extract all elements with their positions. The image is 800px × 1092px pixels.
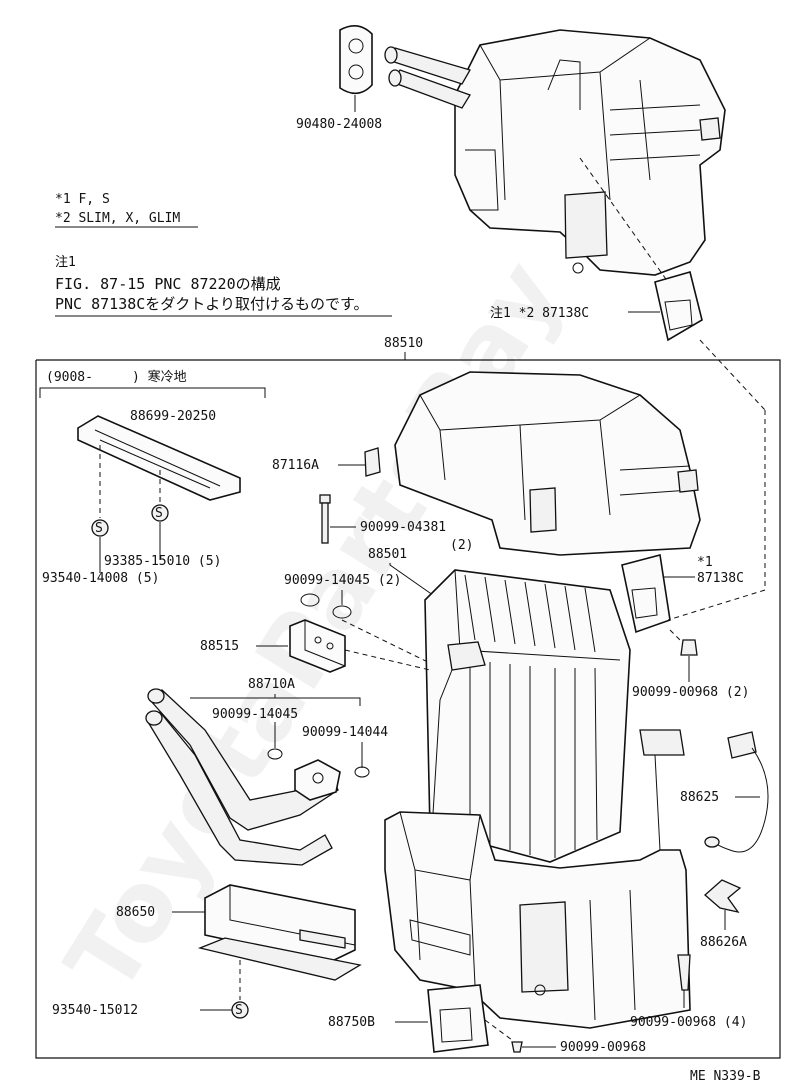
- note-chu-title: 注1: [55, 255, 76, 270]
- duct-87138c-top-illustration: [654, 271, 703, 342]
- label-88750b: 88750B: [328, 1015, 375, 1030]
- duct-87138c-mid-illustration: [621, 554, 671, 634]
- svg-text:S: S: [235, 1003, 243, 1018]
- footer-code: ME N339-B: [690, 1069, 761, 1084]
- label-88510: 88510: [384, 336, 423, 351]
- upper-case-mid-illustration: [394, 371, 701, 556]
- note-star1: *1 F, S: [55, 192, 110, 207]
- label-87138c-mid-number: 87138C: [697, 571, 744, 586]
- lower-case-illustration: [384, 729, 691, 1029]
- tube-88710a-illustration: [145, 688, 341, 866]
- label-93540-15012: 93540-15012: [52, 1003, 138, 1018]
- label-88626a: 88626A: [700, 935, 747, 950]
- svg-text:S: S: [155, 506, 163, 521]
- label-93540-14008: 93540-14008 (5): [42, 571, 159, 586]
- label-88699-20250: 88699-20250: [130, 409, 216, 424]
- thermistor-88625-illustration: [704, 731, 769, 853]
- note-chu-line1: FIG. 87-15 PNC 87220の構成: [55, 275, 281, 293]
- label-subgroup-cold: (9008- ) 寒冷地: [46, 369, 187, 385]
- expansion-valve-88515-illustration: [289, 619, 346, 673]
- plate-88699-illustration: [77, 415, 241, 501]
- note-star2: *2 SLIM, X, GLIM: [55, 211, 180, 226]
- label-87138c-mid-star: *1: [697, 555, 713, 570]
- label-93385-15010: 93385-15010 (5): [104, 554, 221, 569]
- label-88515: 88515: [200, 639, 239, 654]
- label-90099-04381: 90099-04381: [360, 520, 446, 535]
- label-88710a: 88710A: [248, 677, 295, 692]
- label-90099-00968-2: 90099-00968 (2): [632, 685, 749, 700]
- label-90099-04381-qty: (2): [450, 538, 473, 553]
- label-88650: 88650: [116, 905, 155, 920]
- grommet-90480-illustration: [339, 25, 373, 95]
- label-90099-14045-2: 90099-14045 (2): [284, 573, 401, 588]
- duct-88750b-illustration: [427, 984, 489, 1053]
- evaporator-88501-illustration: [424, 569, 631, 863]
- upper-case-top-illustration: [384, 29, 726, 276]
- svg-text:S: S: [95, 521, 103, 536]
- bolt-90099-04381-illustration: [319, 494, 331, 544]
- label-87138c-top: 注1 *2 87138C: [490, 306, 589, 321]
- label-88625: 88625: [680, 790, 719, 805]
- label-90099-00968: 90099-00968: [560, 1040, 646, 1055]
- label-90099-00968-4: 90099-00968 (4): [630, 1015, 747, 1030]
- label-88501: 88501: [368, 547, 407, 562]
- label-90099-14045: 90099-14045: [212, 707, 298, 722]
- label-87116a: 87116A: [272, 458, 319, 473]
- label-90099-14044: 90099-14044: [302, 725, 388, 740]
- label-90480-24008: 90480-24008: [296, 117, 382, 132]
- note-chu-line2: PNC 87138Cをダクトより取付けるものです。: [55, 295, 369, 313]
